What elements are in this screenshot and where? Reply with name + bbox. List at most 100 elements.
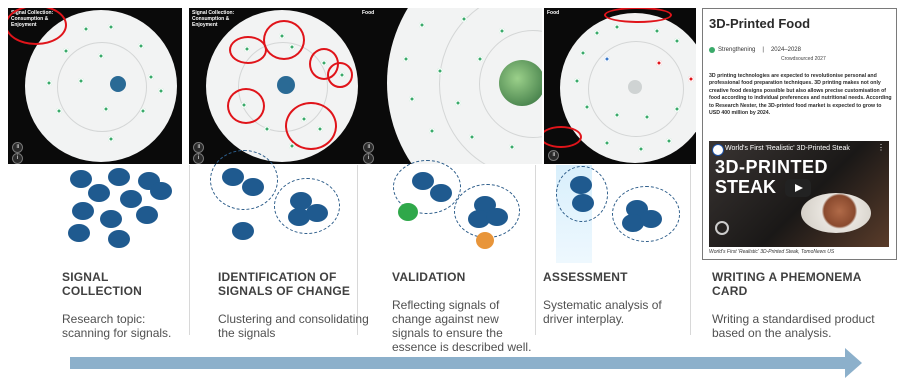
- signal-dot[interactable]: [108, 136, 114, 142]
- signal-dot[interactable]: [688, 76, 694, 82]
- signal-dot[interactable]: [56, 108, 62, 114]
- info-icon[interactable]: i: [193, 153, 204, 164]
- signal-dot[interactable]: [499, 28, 505, 34]
- signal-dot[interactable]: [289, 143, 295, 149]
- signal-dot[interactable]: [419, 22, 425, 28]
- signal-dot[interactable]: [244, 46, 250, 52]
- status-dot-icon: [709, 47, 715, 53]
- process-arrow-shape: [70, 348, 862, 378]
- signal-dot[interactable]: [158, 88, 164, 94]
- new-signal-orange: [476, 232, 494, 249]
- pause-icon[interactable]: ॥: [193, 142, 204, 153]
- step-title-assessment: ASSESSMENT: [543, 270, 628, 284]
- signal-dot[interactable]: [656, 60, 662, 66]
- highlight-circle: [8, 8, 67, 45]
- signal-dot[interactable]: [241, 102, 247, 108]
- signal-dot[interactable]: [614, 112, 620, 118]
- signal-blob: [430, 184, 452, 202]
- status-separator: |: [762, 47, 764, 53]
- signal-blob: [108, 168, 130, 186]
- signal-dot[interactable]: [614, 24, 620, 30]
- info-icon[interactable]: i: [363, 153, 374, 164]
- signal-dot[interactable]: [638, 146, 644, 152]
- cluster-highlight: [285, 102, 337, 150]
- signal-dot[interactable]: [604, 56, 610, 62]
- column-divider: [357, 165, 358, 335]
- step-title-writing-card: WRITING A PHEMONEMA CARD: [712, 270, 862, 298]
- signal-dot[interactable]: [138, 43, 144, 49]
- panel-title: Food: [362, 10, 375, 16]
- channel-avatar: [712, 144, 724, 156]
- play-button-icon[interactable]: [785, 179, 811, 197]
- step-desc-writing-card: Writing a standardised product based on …: [712, 312, 875, 340]
- signal-radar-panel-1: Signal Collection: Consumption & Enjoyme…: [8, 8, 182, 164]
- signal-dot[interactable]: [83, 26, 89, 32]
- pause-icon[interactable]: ॥: [363, 142, 374, 153]
- more-options-icon[interactable]: ⋮: [877, 143, 885, 152]
- video-thumbnail[interactable]: World's First 'Realistic' 3D-Printed Ste…: [709, 141, 889, 247]
- step-desc-signal-collection: Research topic: scanning for signals.: [62, 312, 172, 340]
- step-title-identification: IDENTIFICATION OF SIGNALS OF CHANGE: [218, 270, 351, 298]
- signal-blob: [640, 210, 662, 228]
- signal-dot[interactable]: [509, 144, 515, 150]
- pause-icon[interactable]: ॥: [12, 142, 23, 153]
- signal-dot[interactable]: [429, 128, 435, 134]
- signal-dot[interactable]: [574, 78, 580, 84]
- signal-dot[interactable]: [644, 114, 650, 120]
- radar-hub: [110, 76, 126, 92]
- signal-dot[interactable]: [437, 68, 443, 74]
- signal-dot[interactable]: [108, 24, 114, 30]
- signal-blob: [242, 178, 264, 196]
- signal-dot[interactable]: [78, 78, 84, 84]
- video-overlay-line-2: STEAK: [715, 177, 777, 197]
- signal-dot[interactable]: [461, 16, 467, 22]
- signal-dot[interactable]: [321, 60, 327, 66]
- pause-icon[interactable]: ॥: [548, 150, 559, 161]
- signal-blob: [468, 210, 490, 228]
- channel-logo-icon: [715, 221, 729, 235]
- signal-dot[interactable]: [654, 28, 660, 34]
- signal-blob: [572, 194, 594, 212]
- signal-dot[interactable]: [584, 104, 590, 110]
- signal-dot[interactable]: [469, 134, 475, 140]
- signal-dot[interactable]: [409, 96, 415, 102]
- period-label: 2024–2028: [770, 47, 801, 53]
- signal-dot[interactable]: [455, 100, 461, 106]
- signal-dot[interactable]: [264, 126, 270, 132]
- signal-dot[interactable]: [403, 56, 409, 62]
- signal-blob: [486, 208, 508, 226]
- signal-blob: [68, 224, 90, 242]
- signal-dot[interactable]: [289, 44, 295, 50]
- info-icon[interactable]: i: [12, 153, 23, 164]
- signal-dot[interactable]: [103, 106, 109, 112]
- signal-dot[interactable]: [63, 48, 69, 54]
- signal-dot[interactable]: [98, 53, 104, 59]
- signal-dot[interactable]: [674, 38, 680, 44]
- highlight-ellipse: [544, 126, 582, 148]
- signal-dot[interactable]: [580, 50, 586, 56]
- signal-dot[interactable]: [594, 30, 600, 36]
- signal-dot[interactable]: [140, 108, 146, 114]
- signal-dot[interactable]: [148, 74, 154, 80]
- signal-blob: [120, 190, 142, 208]
- cluster-outline: [274, 178, 340, 234]
- signal-blob: [232, 222, 254, 240]
- column-divider: [690, 165, 691, 335]
- signal-dot[interactable]: [477, 56, 483, 62]
- cluster-outline: [210, 150, 278, 210]
- signal-dot[interactable]: [339, 72, 345, 78]
- step-title-signal-collection: SIGNAL COLLECTION: [62, 270, 142, 298]
- cluster-highlight: [263, 20, 305, 60]
- signal-dot[interactable]: [604, 140, 610, 146]
- signal-dot[interactable]: [317, 126, 323, 132]
- signal-dot[interactable]: [666, 138, 672, 144]
- play-triangle-icon: [795, 184, 803, 192]
- signal-dot[interactable]: [301, 116, 307, 122]
- panel-title: Signal Collection: Consumption & Enjoyme…: [192, 10, 235, 28]
- signal-blob: [622, 214, 644, 232]
- signal-dot[interactable]: [46, 80, 52, 86]
- signal-dot[interactable]: [674, 106, 680, 112]
- radar-ring: [439, 8, 542, 164]
- signal-dot[interactable]: [279, 33, 285, 39]
- cluster-outline: [612, 186, 680, 242]
